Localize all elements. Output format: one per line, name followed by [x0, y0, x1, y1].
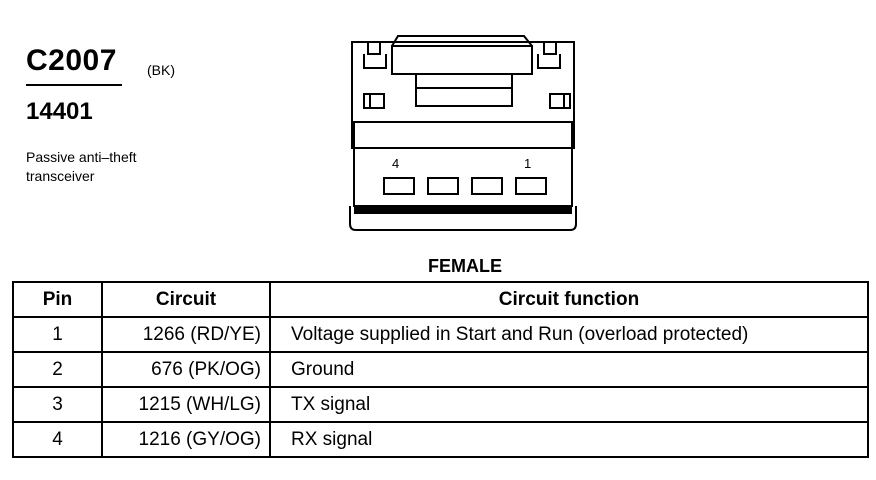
pin-cell: 3: [12, 386, 103, 423]
header-circuit-function: Circuit function: [269, 281, 869, 318]
pin-cavity-2: [471, 177, 503, 195]
function-cell: TX signal: [269, 386, 869, 423]
left-rib: [352, 41, 392, 55]
table-header-row: Pin Circuit Circuit function: [12, 281, 869, 318]
left-lock-tab: [363, 93, 385, 109]
connector-description: Passive anti–theft transceiver: [26, 148, 186, 186]
header-circuit: Circuit: [101, 281, 271, 318]
left-rib-inner: [363, 54, 387, 69]
upper-housing: [351, 41, 575, 149]
table-row: 4 1216 (GY/OG) RX signal: [12, 421, 869, 458]
function-cell: Ground: [269, 351, 869, 388]
table-row: 2 676 (PK/OG) Ground: [12, 351, 869, 388]
function-cell: Voltage supplied in Start and Run (overl…: [269, 316, 869, 353]
pin-cavity-4: [383, 177, 415, 195]
pin-cell: 2: [12, 351, 103, 388]
description-line-1: Passive anti–theft: [26, 149, 137, 165]
right-lock-tab: [549, 93, 571, 109]
pinout-table: Pin Circuit Circuit function 1 1266 (RD/…: [12, 281, 869, 458]
right-rib-inner: [537, 54, 561, 69]
description-line-2: transceiver: [26, 168, 95, 184]
connector-color-code: (BK): [147, 62, 175, 78]
pin-cell: 4: [12, 421, 103, 458]
title-underline: [26, 84, 122, 86]
pin-cell: 1: [12, 316, 103, 353]
connector-id: C2007: [26, 44, 117, 77]
latch-body: [391, 45, 533, 75]
connector-face-diagram: 4 1: [349, 35, 577, 231]
base-flange: [349, 206, 577, 231]
center-window-inner: [415, 87, 513, 107]
pin-cavity-3: [427, 177, 459, 195]
part-number: 14401: [26, 98, 93, 125]
center-window: [415, 73, 513, 107]
circuit-cell: 676 (PK/OG): [101, 351, 271, 388]
circuit-cell: 1216 (GY/OG): [101, 421, 271, 458]
connector-gender-label: FEMALE: [428, 256, 502, 276]
right-rib: [532, 41, 574, 55]
pin-label-4: 4: [392, 156, 399, 171]
pin-label-1: 1: [524, 156, 531, 171]
table-row: 3 1215 (WH/LG) TX signal: [12, 386, 869, 423]
table-row: 1 1266 (RD/YE) Voltage supplied in Start…: [12, 316, 869, 353]
pin-cavity-1: [515, 177, 547, 195]
circuit-cell: 1266 (RD/YE): [101, 316, 271, 353]
header-pin: Pin: [12, 281, 103, 318]
function-cell: RX signal: [269, 421, 869, 458]
circuit-cell: 1215 (WH/LG): [101, 386, 271, 423]
